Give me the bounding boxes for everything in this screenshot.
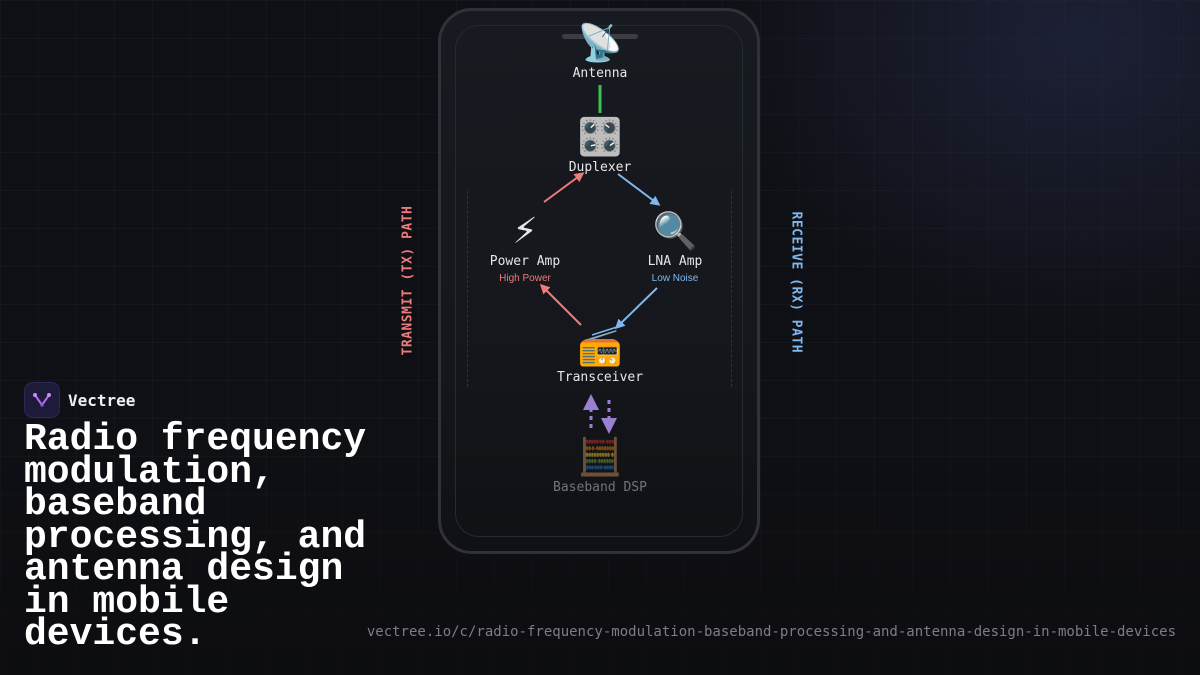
magnifier-icon: 🔍 bbox=[652, 211, 698, 252]
antenna-label: Antenna bbox=[572, 66, 628, 81]
rx-underline bbox=[591, 326, 618, 336]
rx-path-label: RECEIVE (RX) PATH bbox=[788, 211, 804, 354]
vectree-logo-icon bbox=[24, 382, 60, 418]
baseband-label: Baseband DSP bbox=[553, 480, 647, 495]
baseband-up-arrowhead bbox=[583, 394, 599, 410]
rx-arrow-lna-to-transceiver bbox=[614, 287, 658, 330]
transceiver-label: Transceiver bbox=[556, 370, 644, 385]
power-amp-sublabel: High Power bbox=[499, 273, 551, 284]
tx-path-label: TRANSMIT (TX) PATH bbox=[400, 205, 416, 356]
tx-arrow-pa-to-duplexer bbox=[543, 172, 585, 203]
lna-amp-sublabel: Low Noise bbox=[651, 273, 699, 284]
transceiver-node: 📻 Transceiver bbox=[520, 326, 680, 386]
duplexer-node: 🎛️ Duplexer bbox=[520, 116, 680, 176]
page-url[interactable]: vectree.io/c/radio-frequency-modulation-… bbox=[366, 624, 1176, 640]
rx-arrow-duplexer-to-lna bbox=[617, 173, 661, 206]
phone-screen bbox=[455, 25, 743, 537]
baseband-node: 🧮 Baseband DSP bbox=[520, 436, 680, 496]
brand-name: Vectree bbox=[68, 390, 136, 410]
abacus-icon: 🧮 bbox=[577, 437, 623, 478]
tx-guide-line bbox=[467, 191, 468, 387]
baseband-down-arrowhead bbox=[601, 418, 617, 434]
tx-arrow-transceiver-to-pa bbox=[539, 283, 582, 326]
radio-icon: 📻 bbox=[577, 327, 623, 368]
lna-amp-label: LNA Amp bbox=[647, 254, 703, 269]
lna-amp-node: 🔍 LNA Amp Low Noise bbox=[595, 210, 755, 284]
power-amp-node: ⚡ Power Amp High Power bbox=[445, 210, 605, 284]
duplexer-label: Duplexer bbox=[568, 160, 632, 175]
antenna-node: 📡 Antenna bbox=[520, 22, 680, 82]
lightning-icon: ⚡ bbox=[512, 211, 538, 252]
rx-guide-line bbox=[731, 191, 732, 387]
power-amp-label: Power Amp bbox=[489, 254, 561, 269]
phone-notch bbox=[562, 34, 638, 39]
page-title: Radio frequency modulation, baseband pro… bbox=[24, 418, 367, 656]
control-knobs-icon: 🎛️ bbox=[577, 117, 623, 158]
brand: Vectree bbox=[24, 382, 135, 418]
antenna-icon: 📡 bbox=[577, 23, 623, 64]
